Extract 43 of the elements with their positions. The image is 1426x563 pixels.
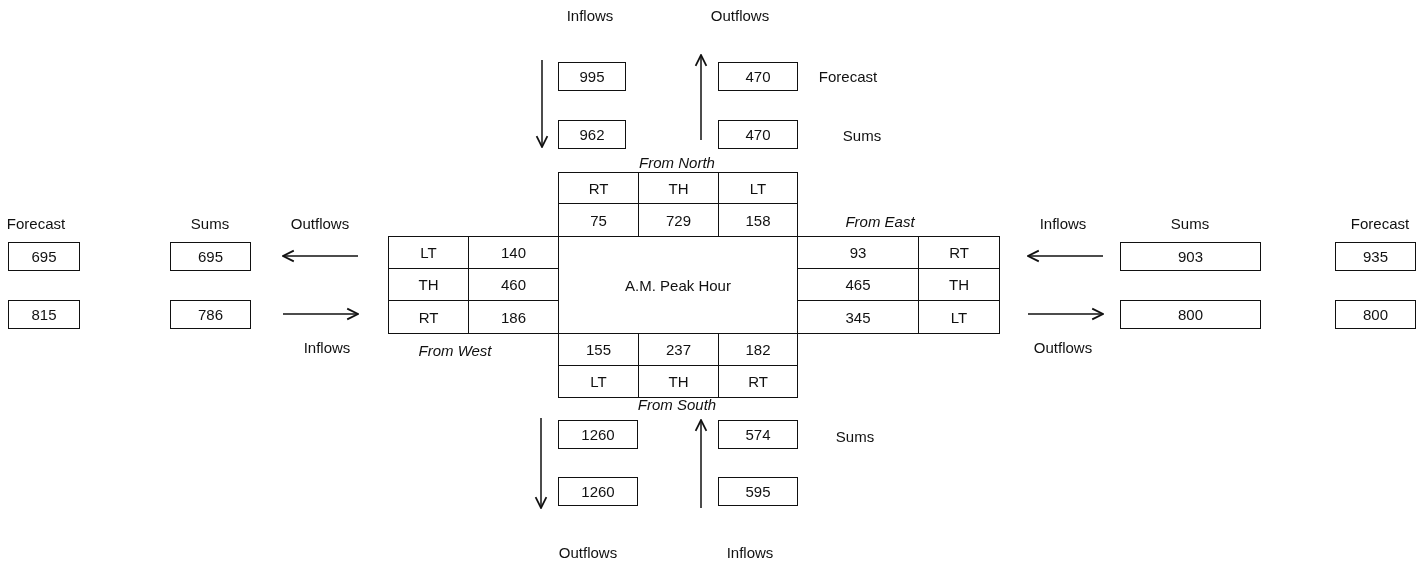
flow-label: Forecast bbox=[6, 214, 66, 232]
value-box: 470 bbox=[718, 62, 798, 91]
table-cell: LT bbox=[388, 236, 469, 269]
flow-label: Sums bbox=[1170, 214, 1210, 232]
flow-label: Sums bbox=[835, 427, 875, 445]
flow-label: Outflows bbox=[558, 543, 618, 561]
value-box: 903 bbox=[1120, 242, 1261, 271]
value-box: 962 bbox=[558, 120, 626, 149]
table-cell: LT bbox=[918, 300, 1000, 334]
flow-label: Outflows bbox=[290, 214, 350, 232]
flow-label: Inflows bbox=[303, 338, 351, 356]
flow-label: Outflows bbox=[710, 6, 770, 24]
flow-label: Forecast bbox=[818, 67, 878, 85]
table-cell: RT bbox=[558, 172, 639, 204]
flow-label: Outflows bbox=[1033, 338, 1093, 356]
table-cell: LT bbox=[718, 172, 798, 204]
approach-label: From South bbox=[637, 395, 717, 413]
table-cell: RT bbox=[918, 236, 1000, 269]
flow-label: Sums bbox=[190, 214, 230, 232]
flow-label: Inflows bbox=[726, 543, 774, 561]
approach-label: From West bbox=[418, 341, 492, 359]
value-box: 574 bbox=[718, 420, 798, 449]
flow-label: Sums bbox=[842, 126, 882, 144]
value-box: 935 bbox=[1335, 242, 1416, 271]
table-cell: LT bbox=[558, 365, 639, 398]
value-box: 995 bbox=[558, 62, 626, 91]
value-box: 1260 bbox=[558, 477, 638, 506]
table-cell: RT bbox=[718, 365, 798, 398]
value-box: 800 bbox=[1120, 300, 1261, 329]
value-box: 470 bbox=[718, 120, 798, 149]
approach-label: From North bbox=[639, 153, 715, 171]
flow-label: Inflows bbox=[1039, 214, 1087, 232]
flow-label: Inflows bbox=[566, 6, 614, 24]
value-box: 695 bbox=[8, 242, 80, 271]
value-box: 695 bbox=[170, 242, 251, 271]
value-box: 786 bbox=[170, 300, 251, 329]
table-cell: RT bbox=[388, 300, 469, 334]
value-box: 800 bbox=[1335, 300, 1416, 329]
value-box: 595 bbox=[718, 477, 798, 506]
value-box: 815 bbox=[8, 300, 80, 329]
approach-label: From East bbox=[845, 212, 915, 230]
flow-label: Forecast bbox=[1350, 214, 1410, 232]
value-box: 1260 bbox=[558, 420, 638, 449]
